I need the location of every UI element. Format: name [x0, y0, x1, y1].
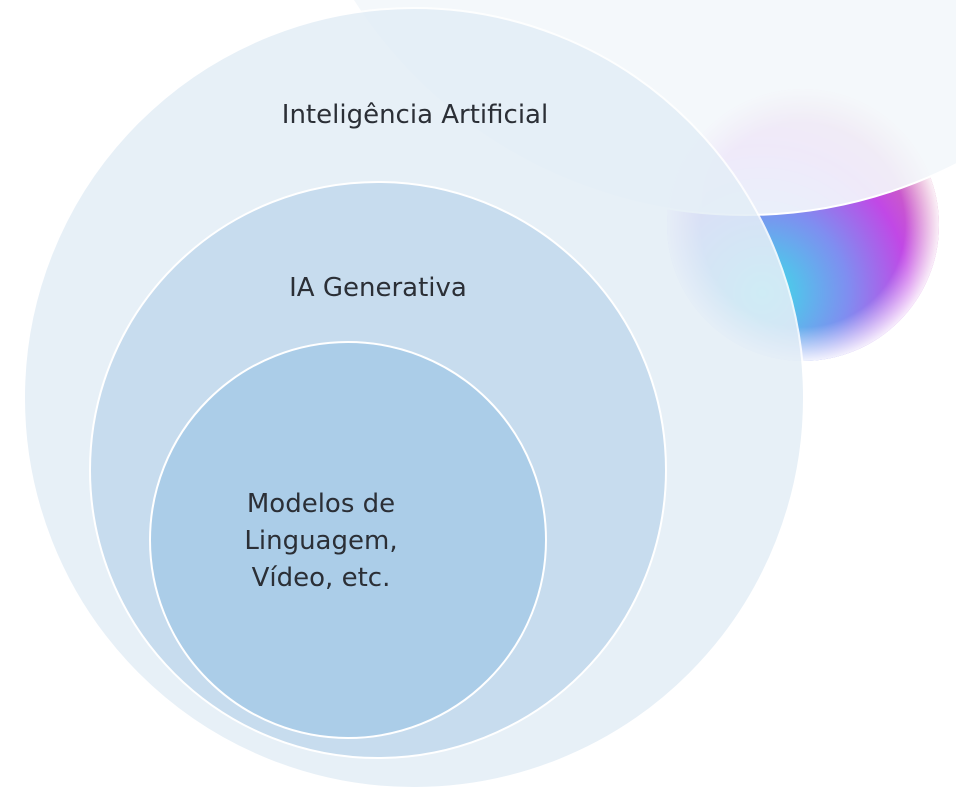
inner-set-label: Modelos de Linguagem, Vídeo, etc. [206, 486, 436, 597]
inner-set-label-line-2: Linguagem, [244, 526, 398, 556]
inner-set-circle [149, 341, 547, 739]
outer-set-label: Inteligência Artificial [281, 100, 549, 130]
inner-set-label-line-3: Vídeo, etc. [251, 563, 391, 593]
inner-set-label-line-1: Modelos de [246, 489, 396, 519]
middle-set-label: IA Generativa [289, 273, 467, 303]
